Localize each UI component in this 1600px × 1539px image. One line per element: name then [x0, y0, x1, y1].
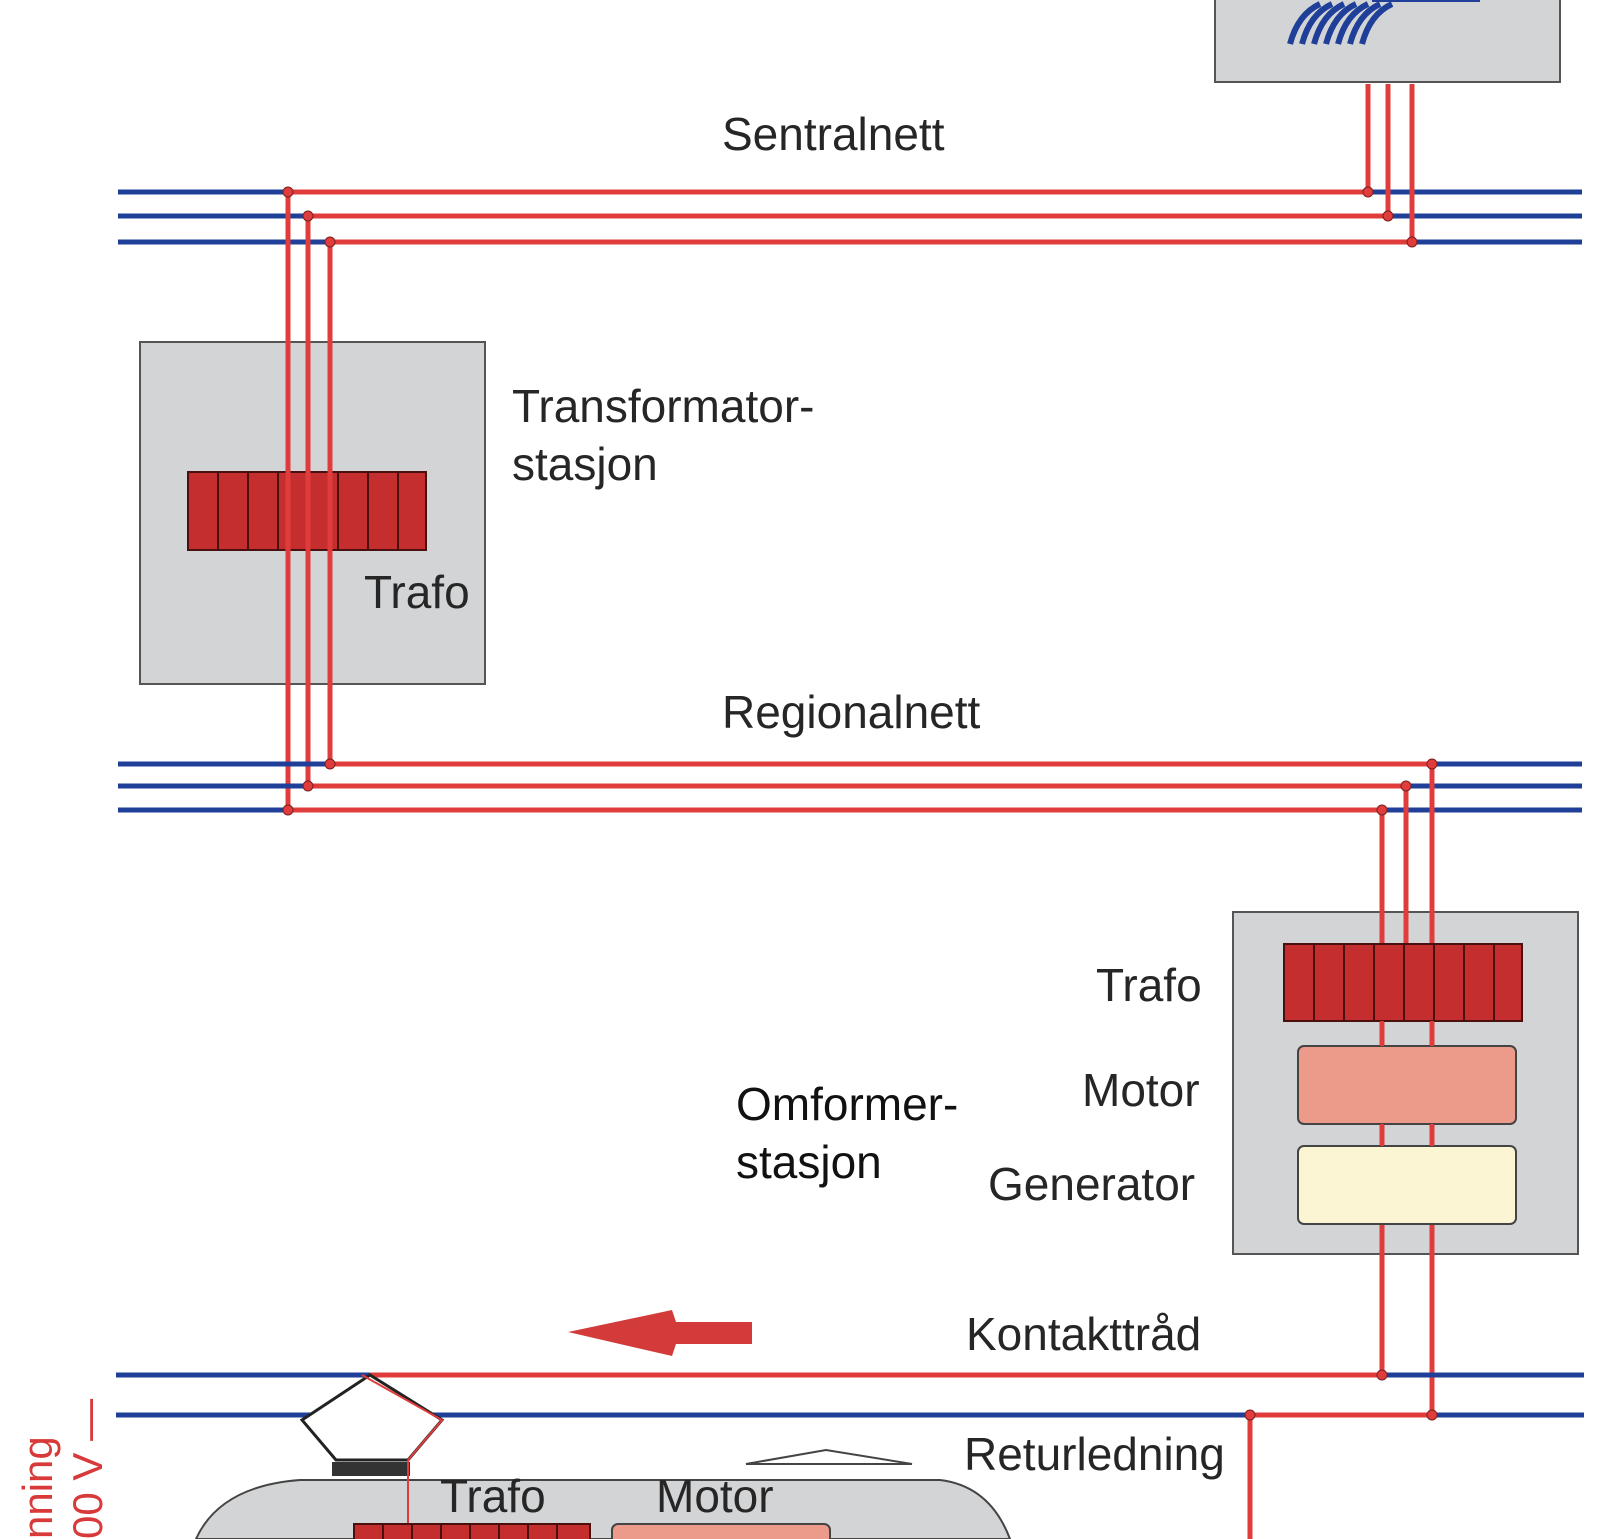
trafo-label-right: Trafo	[1096, 959, 1202, 1011]
train: Trafo Motor	[194, 1373, 1012, 1539]
kontakttrad-label: Kontakttråd	[966, 1308, 1201, 1360]
generator-block	[1297, 1145, 1517, 1225]
trafo-coil-right	[1283, 943, 1523, 1022]
regionalnett-lines	[118, 761, 1582, 813]
generator-label: Generator	[988, 1158, 1195, 1210]
sentralnett-lines	[118, 189, 1582, 245]
transformator-label-line2: stasjon	[512, 438, 658, 490]
sentralnett-label: Sentralnett	[722, 108, 945, 160]
regionalnett-label: Regionalnett	[722, 686, 981, 738]
motor-block-right	[1297, 1045, 1517, 1125]
motor-block-train	[611, 1523, 831, 1539]
omformer-label-line2: stasjon	[736, 1136, 882, 1188]
side-label-partial-2: 00 V —	[64, 1399, 111, 1539]
transformator-label-line1: Transformator-	[512, 380, 814, 432]
side-label-partial-1: nning	[14, 1436, 61, 1539]
returledning-label: Returledning	[964, 1428, 1225, 1480]
trafo-label-top: Trafo	[364, 566, 470, 618]
junction-dots	[282, 186, 1438, 1421]
arrow-left-icon	[568, 1310, 752, 1356]
omformer-stasjon	[1232, 764, 1579, 1415]
plant-feeders	[1365, 84, 1415, 242]
transformator-stasjon: Trafo	[139, 192, 486, 810]
motor-label-right: Motor	[1082, 1064, 1200, 1116]
omformer-label-line1: Omformer-	[736, 1078, 958, 1130]
power-plant	[1214, 0, 1561, 83]
motor-label-train: Motor	[656, 1470, 774, 1522]
pantograph-icon	[299, 1373, 445, 1476]
turbine-icon	[1287, 1, 1394, 45]
trafo-label-train: Trafo	[440, 1470, 546, 1522]
trafo-coil-train	[353, 1523, 591, 1539]
